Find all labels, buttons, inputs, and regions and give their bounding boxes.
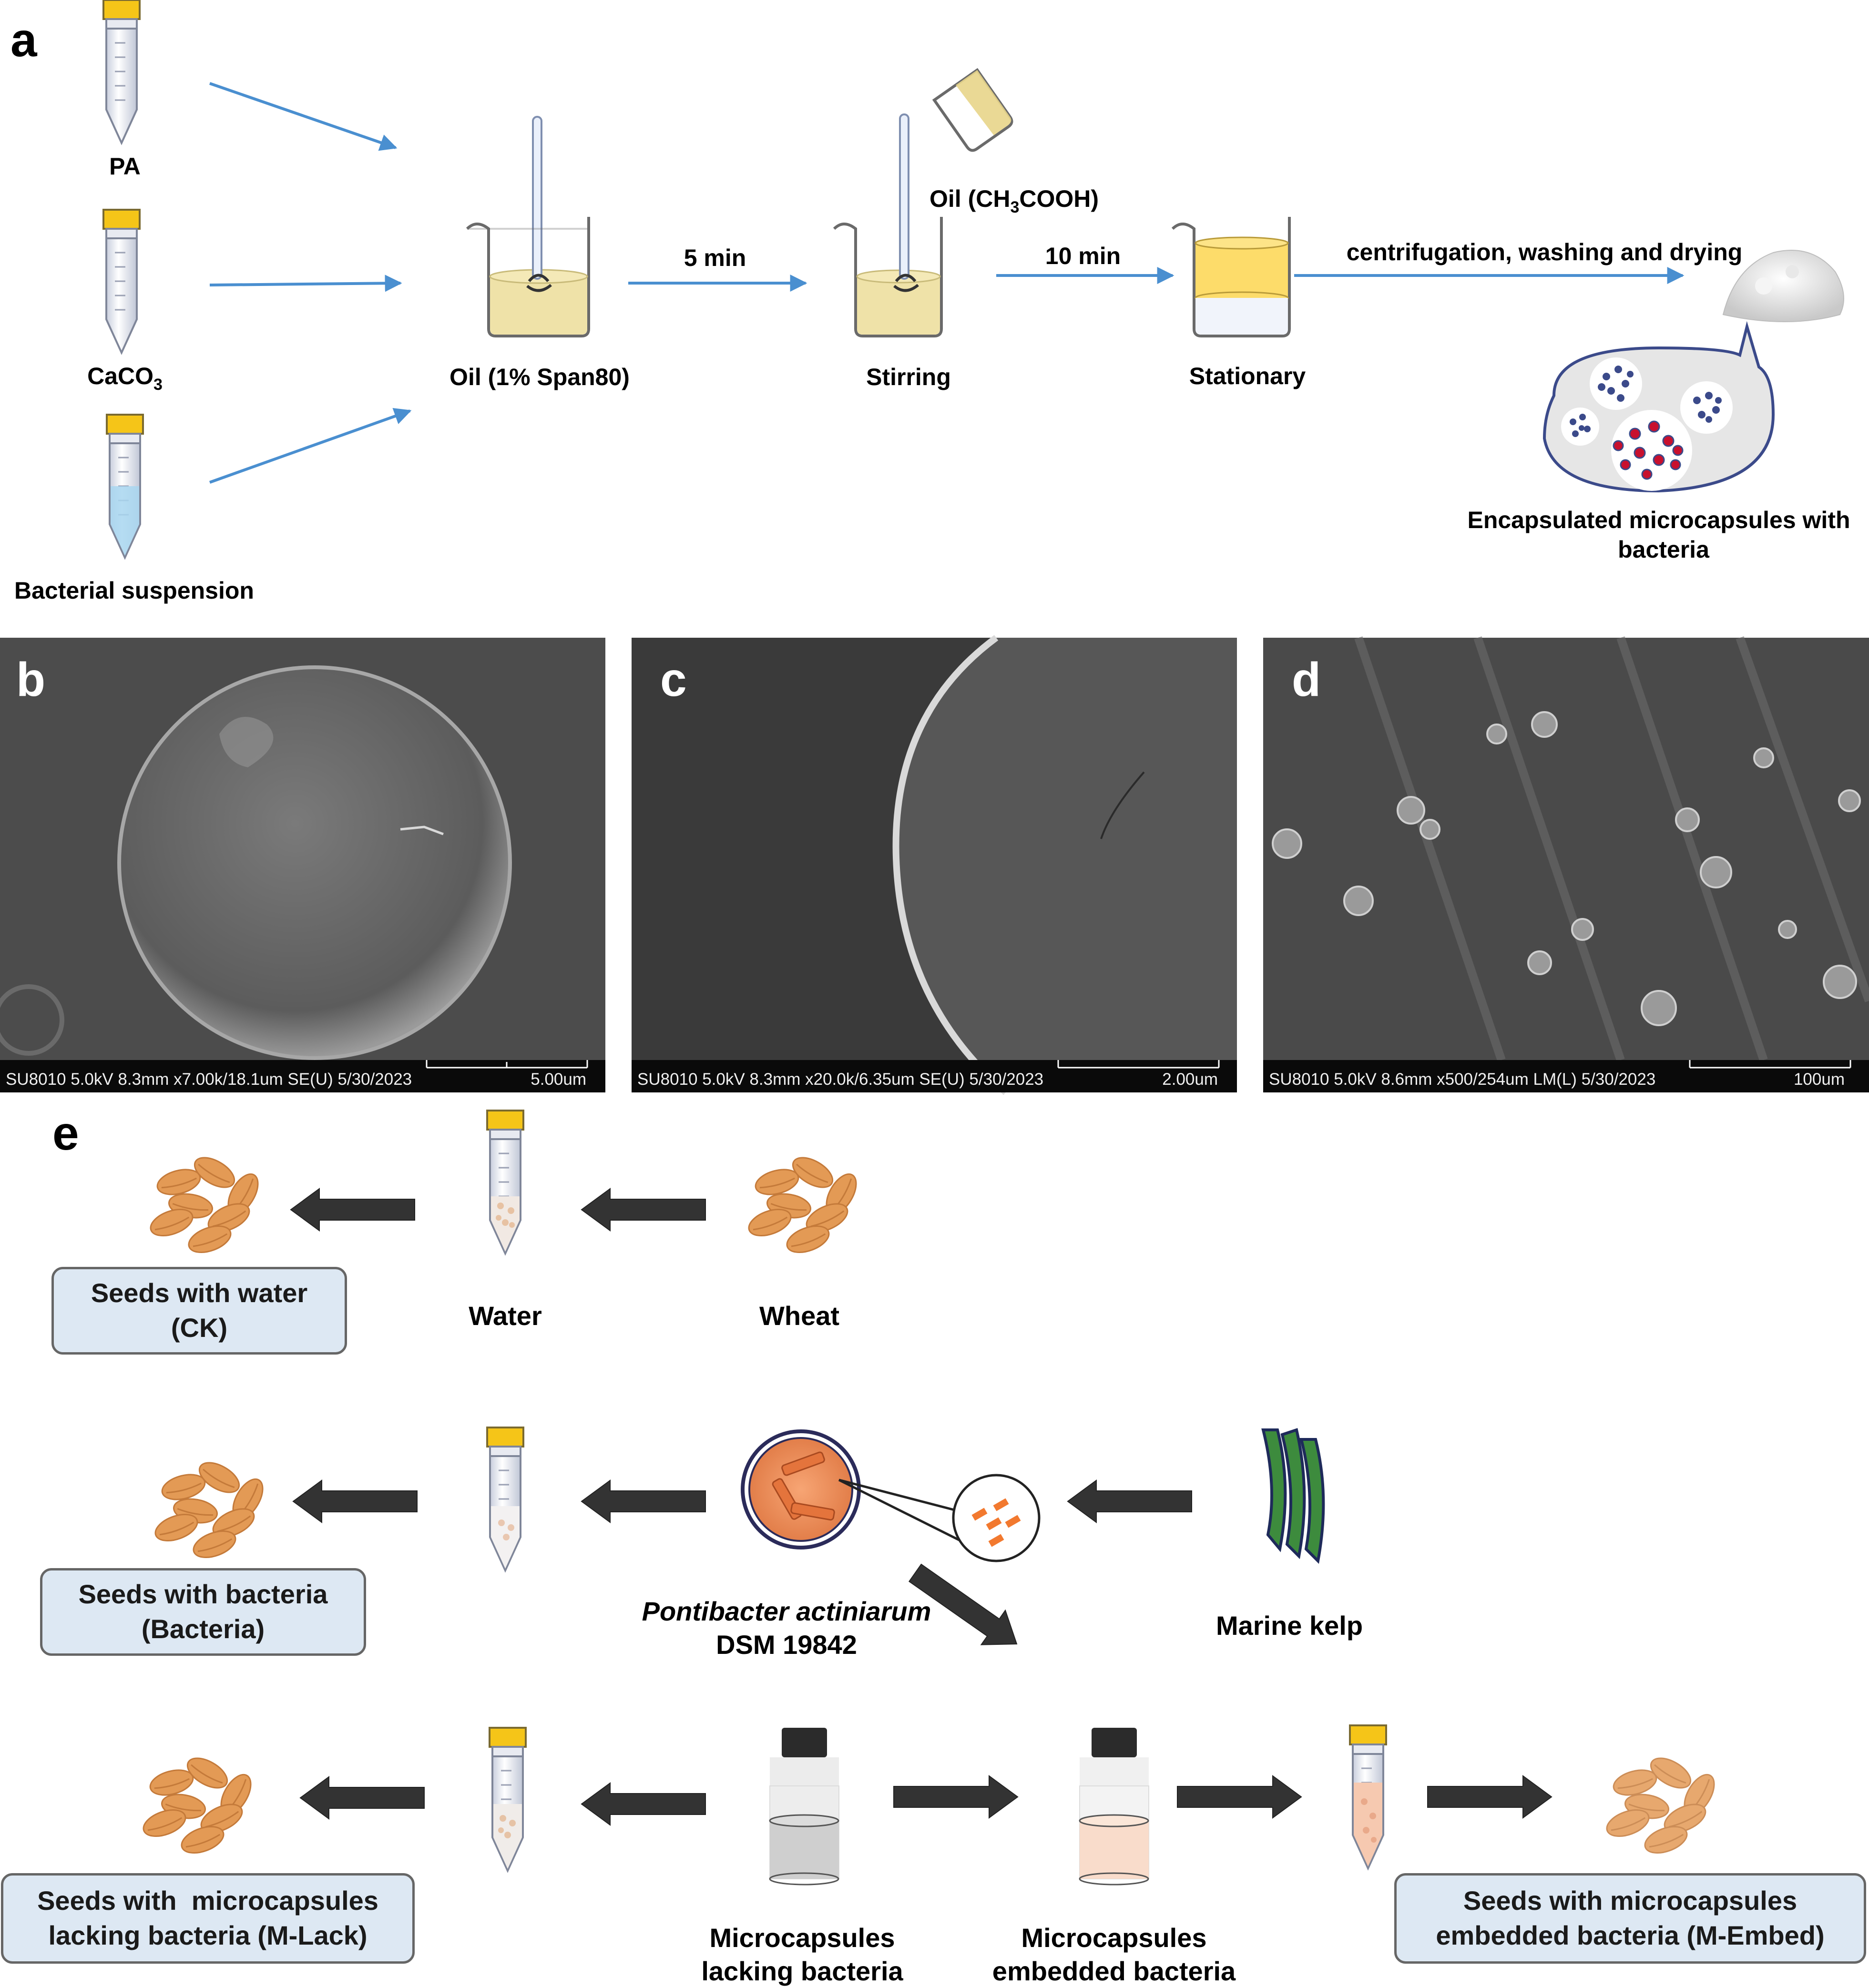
petri-dish-icon [741,1429,964,1550]
panel-letter-b: b [16,653,45,706]
microcapsules-bubble-icon [1542,321,1775,493]
sem-panel-c [632,635,1237,1095]
arrow-r3-e [1427,1775,1552,1818]
seed-pile-bacteria-icon [152,1457,269,1562]
box-seeds-membed-line1: Seeds with microcapsules [1463,1886,1798,1916]
step3-label: centrifugation, washing and drying [1347,239,1743,265]
sem-panel-b [0,638,605,1092]
mc-lack-line2: lacking bacteria [701,1956,903,1986]
wheat-label: Wheat [759,1301,839,1331]
sem-d-scalebar [1689,1060,1851,1069]
tube-bacteria-icon [486,1427,524,1571]
bottle-embed-icon [1079,1728,1149,1886]
arrow-r2-c [1067,1480,1192,1523]
step1-time-label: 5 min [684,245,746,271]
product-label-line1: Encapsulated microcapsules with [1467,507,1850,533]
sem-b-scale: 5.00um [531,1070,586,1089]
sem-d-scale: 100um [1794,1070,1845,1089]
acid-label: Oil (CH3COOH) [929,185,1099,216]
bottle-lack-icon [769,1728,839,1886]
box-seeds-water-line2: (CK) [171,1313,228,1343]
box-seeds-mlack-line2: lacking bacteria (M-Lack) [48,1920,368,1950]
sem-c-meta: SU8010 5.0kV 8.3mm x20.0k/6.35um SE(U) 5… [637,1070,1043,1089]
stirring-beaker-icon [833,113,943,337]
oil-beaker-icon [466,116,590,337]
box-seeds-water: Seeds with water (CK) [51,1267,347,1355]
box-seeds-mlack: Seeds with microcapsules lacking bacteria… [1,1873,415,1964]
strain-label: DSM 19842 [716,1630,857,1660]
arrow-r3-c [893,1775,1018,1818]
step2-time-label: 10 min [1045,243,1121,269]
stationary-label: Stationary [1189,363,1306,389]
tube-pa-icon [102,0,141,144]
mc-lack-line1: Microcapsules [709,1923,895,1953]
seed-pile-mlack-icon [140,1752,257,1858]
seed-pile-ck-icon [147,1152,264,1257]
sem-d-meta: SU8010 5.0kV 8.6mm x500/254um LM(L) 5/30… [1269,1070,1655,1089]
panel-letter-c: c [660,653,687,706]
powder-icon [1722,250,1844,322]
mc-embed-line2: embedded bacteria [992,1956,1236,1986]
arrow-r2-a [293,1480,418,1523]
seed-pile-wheat-icon [746,1152,862,1257]
stirring-label: Stirring [866,364,951,390]
tube-bacterial-suspension-icon [106,414,144,559]
acid-cup-icon [932,68,1013,152]
product-label-line2: bacteria [1618,536,1710,563]
box-seeds-membed: Seeds with microcapsules embedded bacteri… [1394,1873,1866,1964]
stationary-beaker-icon [1171,217,1291,337]
species-label: Pontibacter actiniarum [642,1596,931,1626]
sem-d-info-bar [1263,1060,1869,1092]
input-bacterial-suspension-label: Bacterial suspension [14,577,254,604]
arrow-r2-b [581,1480,706,1523]
mc-embed-line1: Microcapsules [1021,1923,1206,1953]
panel-letter-e: e [52,1107,79,1160]
sem-b-info-bar [0,1060,605,1092]
box-seeds-membed-line2: embedded bacteria (M-Embed) [1436,1920,1825,1950]
tube-membed-icon [1349,1724,1387,1869]
arrow-r3-a [300,1776,425,1819]
bacteria-zoom-icon [952,1474,1041,1562]
kelp-label: Marine kelp [1216,1611,1363,1641]
box-seeds-bacteria-line2: (Bacteria) [141,1614,265,1644]
tube-mlack-icon [489,1727,527,1872]
tube-water-icon [486,1110,524,1254]
panel-letter-d: d [1292,653,1321,706]
sem-b-scalebar [426,1060,588,1069]
sem-c-info-bar [632,1060,1237,1092]
sem-b-meta: SU8010 5.0kV 8.3mm x7.00k/18.1um SE(U) 5… [6,1070,412,1089]
box-seeds-bacteria-line1: Seeds with bacteria [78,1579,328,1610]
arrow-r1-a [290,1188,415,1231]
input-arrows [209,82,412,484]
input-caco3-label: CaCO3 [87,363,163,394]
input-pa-label: PA [109,153,141,180]
arrow-r1-b [581,1188,706,1231]
oil-span80-label: Oil (1% Span80) [449,364,630,390]
sem-c-scale: 2.00um [1162,1070,1218,1089]
arrow-r3-b [581,1783,706,1825]
arrow-r3-d [1177,1775,1302,1818]
panel-letter-a: a [10,13,38,67]
sem-c-scalebar [1057,1060,1220,1069]
kelp-icon [1261,1428,1325,1564]
sem-panel-d [1263,636,1869,1092]
seed-pile-membed-icon [1603,1752,1720,1858]
tube-caco3-icon [102,209,141,354]
box-seeds-water-line1: Seeds with water [91,1278,308,1308]
box-seeds-bacteria: Seeds with bacteria (Bacteria) [40,1568,366,1656]
box-seeds-mlack-line1: Seeds with microcapsules [37,1886,378,1916]
water-label: Water [469,1301,542,1331]
